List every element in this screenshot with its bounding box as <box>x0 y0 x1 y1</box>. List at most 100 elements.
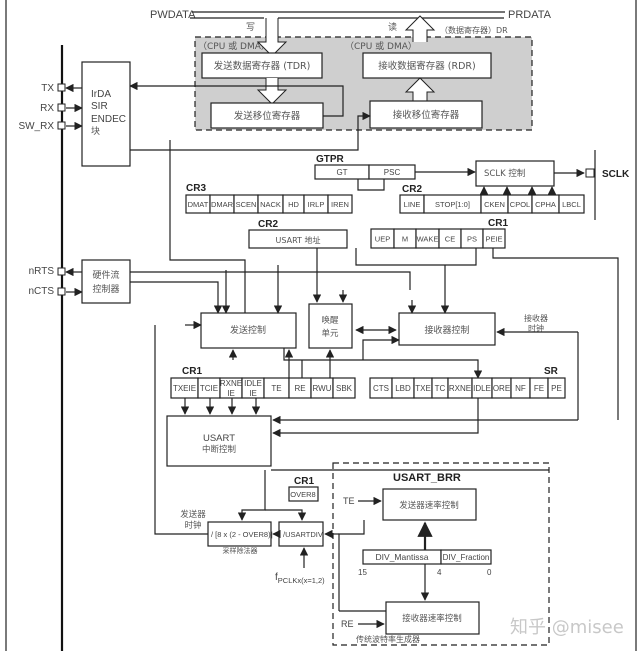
pwdata-label: PWDATA <box>150 9 196 21</box>
tdr-register <box>201 52 323 79</box>
irda-block <box>81 61 131 167</box>
usart-address-field <box>248 229 348 249</box>
read-arrow-icon <box>404 15 436 42</box>
rx-clock-l1: 接收器 <box>524 313 548 323</box>
svg-text:/ [8 x (2 - OVER8)]: / [8 x (2 - OVER8)] <box>211 530 273 539</box>
register-field-label: ORE <box>493 384 510 393</box>
write-label: 写 <box>246 22 255 33</box>
svg-text:/USARTDIV: /USARTDIV <box>283 530 323 539</box>
register-field <box>547 377 566 399</box>
pin-rx[interactable]: RX <box>40 103 66 114</box>
watermark: 知乎 @misee <box>510 617 624 638</box>
register-field-label: STOP[1:0] <box>435 200 470 209</box>
usart-interrupt-control <box>166 415 272 467</box>
tx-control <box>200 312 297 349</box>
pin-ncts-label: nCTS <box>28 286 54 297</box>
read-label: 读 <box>388 21 397 33</box>
rdr-label: 接收数据寄存器 (RDR) <box>378 60 475 72</box>
sclk-control <box>475 160 555 187</box>
register-field-label: TXEIE <box>173 384 196 393</box>
over8-field <box>288 486 319 502</box>
pin-sw-rx[interactable]: SW_RX <box>18 121 66 132</box>
pin-nrts[interactable] <box>57 267 66 276</box>
brr-re-label: RE <box>341 619 354 629</box>
svg-text:USART 地址: USART 地址 <box>276 235 321 245</box>
register-field-label: IE <box>249 389 257 398</box>
register-field-label: IDLE <box>473 384 491 393</box>
register-field-label: TE <box>271 384 281 393</box>
tx-clock-l2: 时钟 <box>184 520 201 531</box>
brr-te-label: TE <box>343 496 355 506</box>
register-field-label: SBK <box>336 384 353 393</box>
register-field-label: UEP <box>375 235 390 244</box>
usartdiv-divider <box>278 521 324 547</box>
register-field-label: IREN <box>331 200 349 209</box>
irda-l1: IrDA <box>91 89 111 100</box>
pin-rx-label: RX <box>40 103 54 114</box>
rx-rate-control <box>385 601 480 635</box>
register-field-label: PE <box>551 384 562 393</box>
svg-text:PSC: PSC <box>384 168 401 177</box>
register-field-label: CE <box>445 235 455 244</box>
svg-text:唤醒: 唤醒 <box>321 315 339 326</box>
register-field-label: NF <box>515 384 526 393</box>
cr2-top-title: CR2 <box>402 184 422 195</box>
register-field-label: RE <box>294 384 305 393</box>
pin-sclk-label: SCLK <box>602 169 630 180</box>
register-field <box>327 194 353 214</box>
sampling-divider-caption: 采样除法器 <box>223 546 258 555</box>
pin-sclk[interactable]: SCLK <box>585 168 630 180</box>
register-field-label: TC <box>435 384 446 393</box>
irda-l2: SIR <box>91 101 108 112</box>
dr-label: （数据寄存器）DR <box>440 25 508 35</box>
register-field-label: WAKE <box>417 235 439 244</box>
tdr-label: 发送数据寄存器 (TDR) <box>214 60 311 72</box>
svg-text:USART: USART <box>203 433 235 444</box>
sampling-divider <box>207 521 272 547</box>
register-field-label: IE <box>227 389 235 398</box>
fpclk-label: fPCLKx(x=1,2) <box>275 572 325 585</box>
register-field-label: LBD <box>395 384 411 393</box>
svg-text:OVER8: OVER8 <box>290 490 315 499</box>
register-field-label: LINE <box>404 200 421 209</box>
register-field-label: CPHA <box>535 200 556 209</box>
register-field-label: DMAT <box>188 200 209 209</box>
register-field <box>558 194 585 214</box>
register-field-label: IRLP <box>308 200 325 209</box>
svg-text:DIV_Mantissa: DIV_Mantissa <box>376 552 429 562</box>
pin-tx-label: TX <box>41 83 54 94</box>
svg-text:15: 15 <box>358 568 367 577</box>
cr2-addr-title: CR2 <box>258 219 278 230</box>
hw-flow-controller <box>81 259 131 304</box>
tx-rate-control <box>382 488 477 521</box>
rx-control <box>398 312 496 346</box>
svg-text:发送器速率控制: 发送器速率控制 <box>399 500 459 511</box>
irda-l3: ENDEC <box>91 114 126 125</box>
pin-ncts[interactable] <box>57 287 66 296</box>
register-field-label: RXNE <box>220 379 242 388</box>
pin-sw-rx-label: SW_RX <box>18 121 54 132</box>
cr1-over8-title: CR1 <box>294 476 314 487</box>
register-field-label: RXNE <box>449 384 471 393</box>
prdata-label: PRDATA <box>508 9 552 21</box>
pin-tx[interactable]: TX <box>41 83 66 94</box>
svg-text:0: 0 <box>487 568 492 577</box>
svg-text:控制器: 控制器 <box>92 283 119 295</box>
sr-title: SR <box>544 366 559 377</box>
svg-text:4: 4 <box>437 568 442 577</box>
register-field-label: HD <box>288 200 299 209</box>
svg-text:接收器控制: 接收器控制 <box>424 324 469 336</box>
register-field-label: DMAR <box>211 200 234 209</box>
svg-text:GT: GT <box>336 168 347 177</box>
register-field-label: LBCL <box>562 200 581 209</box>
wakeup-unit <box>308 303 353 349</box>
svg-text:发送控制: 发送控制 <box>230 324 266 336</box>
register-field-label: NACK <box>260 200 281 209</box>
tx-shift-label: 发送移位寄存器 <box>234 110 301 122</box>
register-field-label: SCEN <box>236 200 257 209</box>
pin-nrts-label: nRTS <box>29 266 55 277</box>
